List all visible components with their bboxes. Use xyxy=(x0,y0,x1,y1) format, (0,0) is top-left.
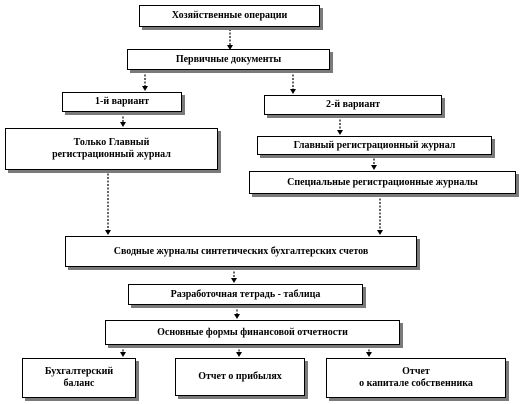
node-summary-journals: Сводные журналы синтетических бухгалтерс… xyxy=(65,236,417,267)
arrowhead-variant2-to-main-journal xyxy=(337,130,343,135)
arrowhead-transactions-to-primary xyxy=(227,45,233,50)
arrowhead-primary-to-variant1 xyxy=(142,86,148,91)
node-primary-documents: Первичные документы xyxy=(127,49,330,70)
node-equity-statement: Отчет о капитале собственника xyxy=(326,358,506,398)
node-main-forms: Основные формы финансовой отчетности xyxy=(105,320,400,345)
arrowhead-summary-to-worksheet xyxy=(231,278,237,283)
node-main-journal: Главный регистрационный журнал xyxy=(257,136,492,155)
node-variant-1: 1-й вариант xyxy=(62,92,182,112)
node-special-journals: Специальные регистрационные журналы xyxy=(249,171,516,194)
node-balance-sheet: Бухгалтерский баланс xyxy=(22,358,136,398)
node-variant-2: 2-й вариант xyxy=(264,95,442,115)
node-worksheet: Разработочная тетрадь - таблица xyxy=(128,284,363,305)
arrowhead-variant1-to-main-only xyxy=(120,122,126,127)
arrowhead-main-only-to-summary xyxy=(105,230,111,235)
arrowhead-forms-to-balance xyxy=(120,352,126,357)
arrowhead-worksheet-to-forms xyxy=(234,314,240,319)
node-transactions: Хозяйственные операции xyxy=(139,5,320,27)
arrowhead-primary-to-variant2 xyxy=(290,89,296,94)
arrowhead-special-to-summary xyxy=(377,230,383,235)
arrowhead-main-to-special xyxy=(371,165,377,170)
arrowhead-forms-to-income xyxy=(236,352,242,357)
arrowhead-forms-to-equity xyxy=(366,352,372,357)
node-main-journal-only: Только Главный регистрационный журнал xyxy=(5,128,218,170)
node-income-statement: Отчет о прибылях xyxy=(175,358,305,396)
